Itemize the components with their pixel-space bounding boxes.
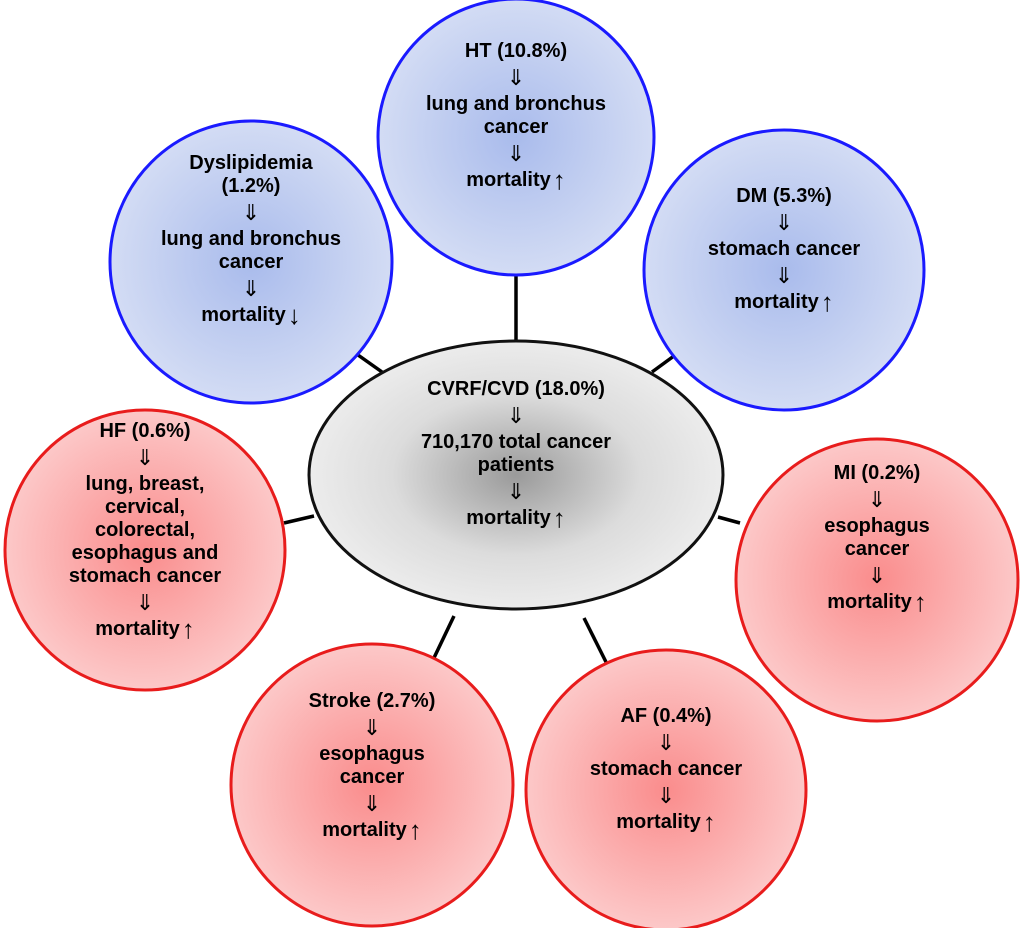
connector-hf [283,514,315,525]
up-arrow-icon: ↑ [913,587,927,617]
node-dyslipidemia: Dyslipidemia (1.2%) ⇓ lung and bronchus … [140,152,362,330]
connector-af [582,617,608,663]
center-ellipse [307,339,725,611]
center-title: CVRF/CVD (18.0%) [427,378,605,400]
down-trend-icon: ↓ [287,300,301,330]
node-title: HF (0.6%) [99,420,191,442]
circle-ht [376,0,656,277]
node-mi: MI (0.2%) ⇓ esophagus cancer ⇓ mortality… [767,462,987,617]
down-arrow-icon: ⇓ [135,590,155,615]
node-title: Dyslipidemia (1.2%) [189,152,313,197]
down-arrow-icon: ⇓ [506,403,526,428]
down-arrow-icon: ⇓ [656,730,676,755]
up-arrow-icon: ↑ [552,503,566,533]
connector-dyslipidemia [356,353,384,374]
down-arrow-icon: ⇓ [362,715,382,740]
down-arrow-icon: ⇓ [867,563,887,588]
node-hf: HF (0.6%) ⇓ lung, breast, cervical, colo… [35,420,255,644]
node-title: DM (5.3%) [736,185,832,207]
node-cancer: stomach cancer [589,758,743,780]
node-stroke: Stroke (2.7%) ⇓ esophagus cancer ⇓ morta… [262,690,482,845]
down-arrow-icon: ⇓ [241,276,261,301]
node-outcome: mortality [827,591,912,613]
node-cancer: lung, breast, cervical, colorectal, esop… [68,473,222,587]
down-arrow-icon: ⇓ [656,783,676,808]
node-outcome: mortality [466,169,551,191]
node-title: HT (10.8%) [464,40,568,62]
node-ht: HT (10.8%) ⇓ lung and bronchus cancer ⇓ … [416,40,616,195]
down-arrow-icon: ⇓ [774,263,794,288]
circle-dyslipidemia [108,119,394,405]
circle-hf [3,408,287,692]
down-arrow-icon: ⇓ [506,479,526,504]
connector-mi [717,515,741,525]
down-arrow-icon: ⇓ [506,141,526,166]
down-arrow-icon: ⇓ [241,200,261,225]
center-outcome: mortality [466,507,551,529]
down-arrow-icon: ⇓ [774,210,794,235]
down-arrow-icon: ⇓ [506,65,526,90]
up-arrow-icon: ↑ [820,287,834,317]
node-cancer: esophagus cancer [319,743,425,788]
circle-mi [734,437,1020,723]
circle-dm [642,128,926,412]
up-arrow-icon: ↑ [181,614,195,644]
circle-stroke [229,642,515,928]
connector-stroke [430,615,456,663]
node-title: MI (0.2%) [833,462,921,484]
node-outcome: mortality [322,819,407,841]
node-cancer: lung and bronchus cancer [426,93,606,138]
up-arrow-icon: ↑ [408,815,422,845]
node-outcome: mortality [95,618,180,640]
up-arrow-icon: ↑ [702,807,716,837]
node-outcome: mortality [734,291,819,313]
up-arrow-icon: ↑ [552,165,566,195]
down-arrow-icon: ⇓ [362,791,382,816]
node-title: Stroke (2.7%) [308,690,436,712]
node-dm: DM (5.3%) ⇓ stomach cancer ⇓ mortality↑ [674,185,894,317]
node-af: AF (0.4%) ⇓ stomach cancer ⇓ mortality↑ [556,705,776,837]
down-arrow-icon: ⇓ [135,445,155,470]
center-population: 710,170 total cancer patients [420,431,612,476]
node-outcome: mortality [616,811,701,833]
node-cancer: esophagus cancer [824,515,930,560]
down-arrow-icon: ⇓ [867,487,887,512]
node-cancer: lung and bronchus cancer [161,228,341,273]
node-outcome: mortality [201,304,286,326]
center-node: CVRF/CVD (18.0%) ⇓ 710,170 total cancer … [380,378,652,533]
node-title: AF (0.4%) [620,705,712,727]
circle-af [524,648,808,928]
node-cancer: stomach cancer [707,238,861,260]
